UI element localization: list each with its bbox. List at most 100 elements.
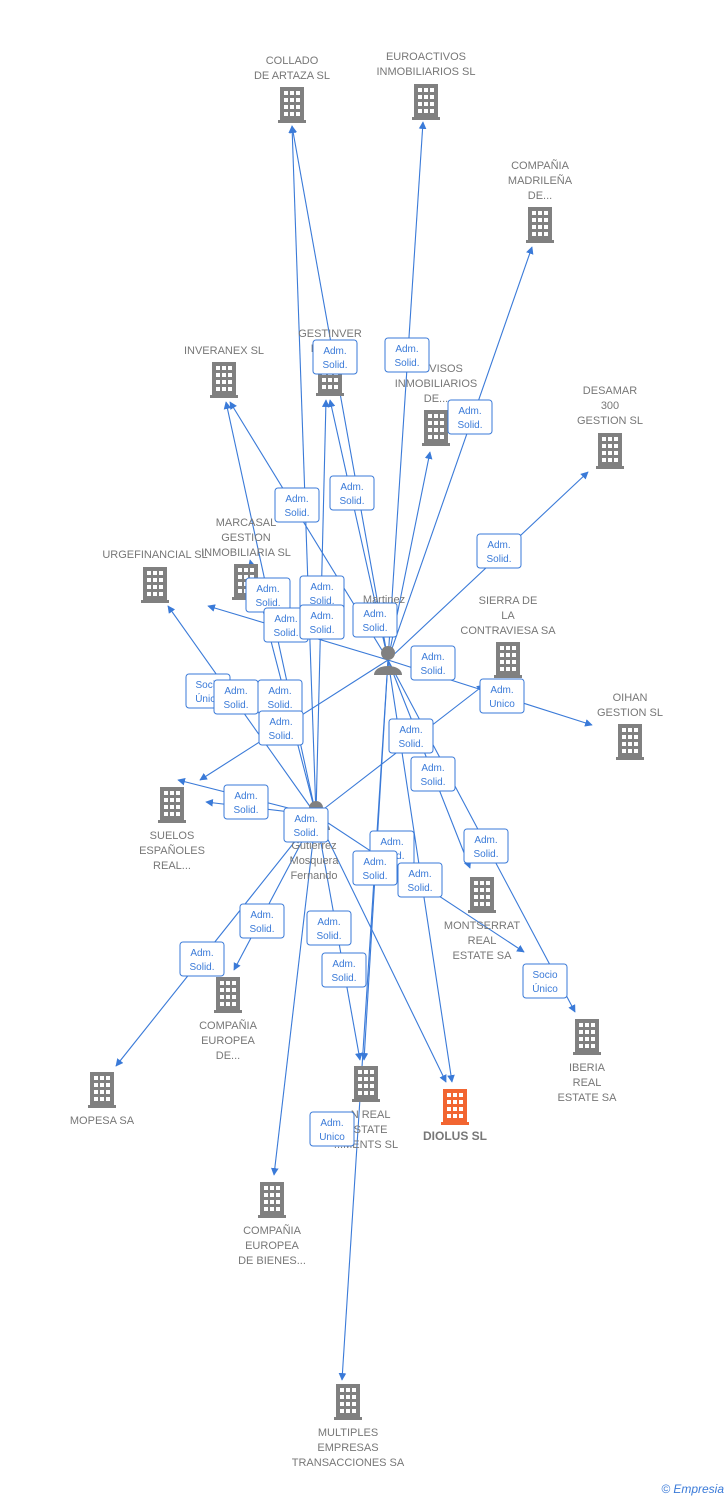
relation-label-r8[interactable]: Adm.Solid. (299, 575, 345, 611)
company-name: MADRILEÑA (508, 174, 573, 187)
company-name: COMPAÑIA (243, 1224, 302, 1237)
relation-edge (115, 814, 317, 1067)
company-node-c8[interactable]: MARCASAL GESTION INMOBILIARIA SL (201, 517, 291, 600)
relation-label-r31[interactable]: Adm.Unico (309, 1111, 355, 1147)
relation-label-r2[interactable]: Adm.Solid. (384, 337, 430, 373)
relation-label-r10[interactable]: Adm.Solid. (299, 604, 345, 640)
relation-text: Adm. (256, 584, 279, 595)
company-name: DE... (424, 393, 448, 405)
relation-label-r20[interactable]: Adm.Solid. (223, 784, 269, 820)
relation-edge (387, 121, 427, 661)
relation-edge (338, 659, 389, 1381)
company-name: LA (501, 610, 515, 622)
company-name: INMOBILIARIA SL (201, 547, 291, 559)
company-node-c12[interactable]: SUELOSESPAÑOLESREAL... (139, 787, 205, 872)
relation-text: Adm. (224, 686, 247, 697)
company-node-c4[interactable]: INVERANEX SL (184, 345, 264, 398)
relation-label-r15[interactable]: Adm. Solid. (213, 679, 259, 715)
relation-label-r13[interactable]: Adm.Unico (479, 678, 525, 714)
company-name: SUELOS (150, 830, 195, 842)
footer-brand[interactable]: ©Empresia (661, 1482, 724, 1496)
relation-text: Solid. (322, 360, 347, 371)
company-name: GESTION (221, 532, 271, 544)
copyright-symbol: © (661, 1482, 671, 1496)
relation-text: Adm. (399, 725, 422, 736)
company-name: TRANSACCIONES SA (292, 1457, 405, 1469)
relation-text: Unico (489, 699, 515, 710)
relation-label-r12[interactable]: Adm.Solid. (410, 645, 456, 681)
company-node-c9[interactable]: URGEFINANCIAL SL (102, 549, 208, 603)
company-name: REAL (468, 935, 497, 947)
relation-text: Adm. (380, 837, 403, 848)
relation-text: Solid. (309, 625, 334, 636)
company-name: GESTINVER (298, 328, 362, 340)
company-name: MARCASAL (216, 517, 277, 529)
relation-label-r1[interactable]: Adm.Solid. (312, 339, 358, 375)
company-name: CONTRAVIESA SA (460, 625, 556, 637)
relation-label-r27[interactable]: Adm.Solid. (179, 941, 225, 977)
relation-label-r25[interactable]: Adm.Solid. (463, 828, 509, 864)
relation-label-r18[interactable]: Adm.Solid. (388, 718, 434, 754)
relation-text: Adm. (340, 482, 363, 493)
relation-label-r28[interactable]: Adm.Solid. (306, 910, 352, 946)
relation-label-r3[interactable]: Adm.Solid. (447, 399, 493, 435)
company-name: MULTIPLES (318, 1427, 378, 1439)
relation-text: Único (532, 982, 558, 995)
company-name: EUROPEA (245, 1240, 299, 1252)
relation-text: Solid. (420, 666, 445, 677)
relation-text: Solid. (293, 828, 318, 839)
brand-logo-text: Empresia (673, 1482, 724, 1496)
company-node-c15[interactable]: COMPAÑIAEUROPEADE... (199, 977, 258, 1062)
company-node-c18[interactable]: DIOLUS SL (423, 1089, 487, 1143)
company-node-c16[interactable]: MOPESA SA (70, 1072, 135, 1127)
relation-label-r26[interactable]: Adm.Solid. (239, 903, 285, 939)
relation-label-r24[interactable]: Adm.Solid. (397, 862, 443, 898)
company-node-c3[interactable]: COMPAÑIAMADRILEÑADE... (508, 159, 573, 243)
relation-label-r6[interactable]: Adm.Solid. (476, 533, 522, 569)
relation-label-r7[interactable]: Adm.Solid. (245, 577, 291, 613)
company-name: DE ARTAZA SL (254, 70, 330, 82)
relation-label-r4[interactable]: Adm.Solid. (329, 475, 375, 511)
company-name: INVERANEX SL (184, 345, 264, 357)
building-icon (352, 1066, 380, 1102)
relation-label-r29[interactable]: Adm.Solid. (321, 952, 367, 988)
relation-label-r16[interactable]: Adm.Solid. (257, 679, 303, 715)
company-name: IBERIA (569, 1062, 606, 1074)
relation-label-r11[interactable]: Adm.Solid. (352, 602, 398, 638)
relation-label-r19[interactable]: Adm.Solid. (410, 756, 456, 792)
relation-label-r17[interactable]: Adm.Solid. (258, 710, 304, 746)
building-icon (88, 1072, 116, 1108)
relation-text: Adm. (285, 494, 308, 505)
company-name: INMOBILIARIOS SL (376, 66, 475, 78)
company-node-c17[interactable]: ...N REAL...STATE...MENTS SL (334, 1066, 398, 1151)
relation-label-r5[interactable]: Adm.Solid. (274, 487, 320, 523)
relation-text: Adm. (190, 948, 213, 959)
company-node-c20[interactable]: MULTIPLES EMPRESAS TRANSACCIONES SA (292, 1384, 405, 1469)
relation-text: Solid. (331, 973, 356, 984)
building-icon (616, 724, 644, 760)
person-name: Mosquera (290, 855, 340, 867)
building-icon (573, 1019, 601, 1055)
building-icon (141, 567, 169, 603)
relation-label-r21[interactable]: Adm.Solid. (283, 807, 329, 843)
relation-text: Solid. (223, 700, 248, 711)
company-name: EMPRESAS (317, 1442, 378, 1454)
relation-text: Solid. (407, 883, 432, 894)
relation-label-r23[interactable]: Adm.Solid. (352, 850, 398, 886)
relation-text: Solid. (394, 358, 419, 369)
relation-edge (387, 246, 534, 661)
company-name: DE... (216, 1050, 240, 1062)
building-icon (214, 977, 242, 1013)
relation-edge (315, 814, 447, 1083)
